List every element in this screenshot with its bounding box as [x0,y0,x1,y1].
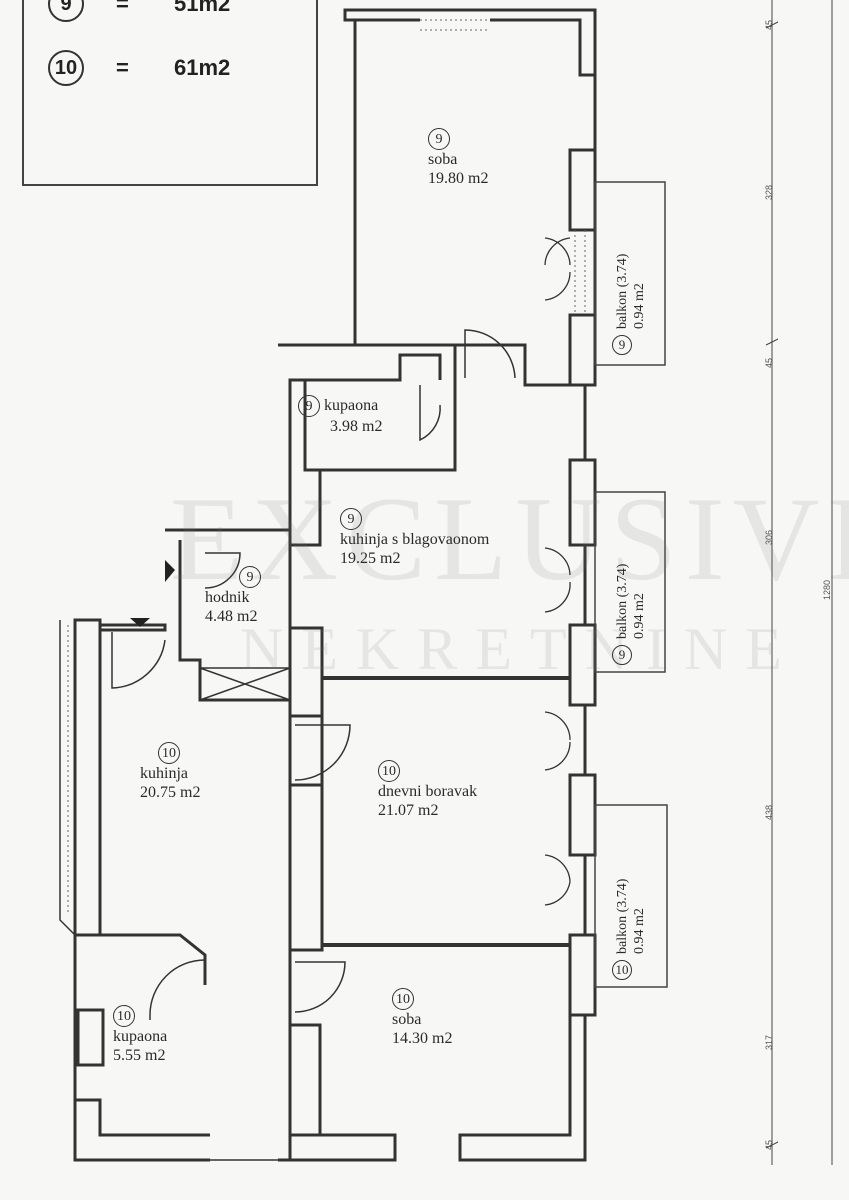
dimension-label: 438 [764,804,774,820]
unit-badge: 10 [378,760,400,782]
legend-area: 61m2 [174,55,231,80]
balcony-area: 0.94 m2 [632,908,647,954]
room-area: 14.30 m2 [392,1030,453,1047]
unit-badge: 9 [298,395,320,417]
wall-soba-9 [343,8,597,387]
dimension-label: 45 [764,19,774,30]
unit-badge: 9 [239,566,261,588]
unit-badge: 9 [612,335,632,355]
dimension-label: 328 [764,184,774,200]
room-area: 4.48 m2 [205,608,258,625]
watermark-line2: NEKRETNINE [240,616,800,682]
room-area: 3.98 m2 [330,418,383,435]
legend-row-10: 10 = 61m2 [48,50,230,86]
wall-kuhinja-10 [73,618,102,937]
room-name: kuhinja s blagovaonom [340,531,490,548]
room-area: 19.80 m2 [428,170,489,187]
unit-badge: 10 [48,50,84,86]
balcony-name: balkon (3.74) [615,563,630,639]
unit-badge: 9 [612,645,632,665]
legend-equals: = [116,55,129,80]
balcony-area: 0.94 m2 [632,283,647,329]
legend-box: 9 = 51m2 10 = 61m2 [22,0,318,186]
room-area: 5.55 m2 [113,1047,166,1064]
room-hodnik-9: 9 hodnik 4.48 m2 [205,566,261,626]
room-area: 20.75 m2 [140,784,201,801]
dimension-label: 317 [764,1034,774,1050]
unit-badge: 9 [340,508,362,530]
balcony-box-1 [594,181,666,366]
legend-area: 51m2 [174,0,231,16]
room-name: hodnik [205,589,250,606]
room-kupaona-9: 9 kupaona 3.98 m2 [298,395,382,436]
room-kuhinja-10: 10 kuhinja 20.75 m2 [140,742,200,802]
balcony-name: balkon (3.74) [615,878,630,954]
room-kuhinja-9: 9 kuhinja s blagovaonom 19.25 m2 [340,508,489,568]
wall-kupaona-9 [278,343,457,545]
dimension-label: 1280 [822,579,832,600]
legend-row-9: 9 = 51m2 [48,0,230,22]
dimension-line [771,0,833,1165]
room-name: soba [392,1011,422,1028]
balcony-label-1: 9 balkon (3.74) 0.94 m2 [612,254,648,355]
balcony-box-3 [594,804,668,988]
room-name: kuhinja [140,765,188,782]
balcony-area: 0.94 m2 [632,593,647,639]
room-kupaona-10: 10 kupaona 5.55 m2 [113,1005,167,1065]
unit-badge: 9 [428,128,450,150]
unit-badge: 10 [158,742,180,764]
room-name: soba [428,151,458,168]
room-area: 21.07 m2 [378,802,439,819]
unit-badge: 10 [113,1005,135,1027]
room-name: dnevni boravak [378,783,478,800]
room-name: kupaona [113,1028,168,1045]
room-area: 19.25 m2 [340,550,401,567]
dimension-label: 306 [764,529,774,545]
balcony-label-2: 9 balkon (3.74) 0.94 m2 [612,564,648,665]
legend-equals: = [116,0,129,16]
balcony-box-2 [594,491,666,673]
dimension-label: 45 [764,1139,774,1150]
dimension-label: 45 [764,357,774,368]
room-name: kupaona [324,397,379,414]
room-soba-10: 10 soba 14.30 m2 [392,988,452,1048]
unit-badge: 10 [612,960,632,980]
unit-badge: 9 [48,0,84,22]
unit-badge: 10 [392,988,414,1010]
watermark-line1: EXCLUSIVE [170,472,849,605]
room-dnevni-10: 10 dnevni boravak 21.07 m2 [378,760,477,820]
balcony-label-3: 10 balkon (3.74) 0.94 m2 [612,879,648,980]
room-soba-9: 9 soba 19.80 m2 [428,128,488,188]
balcony-name: balkon (3.74) [615,253,630,329]
